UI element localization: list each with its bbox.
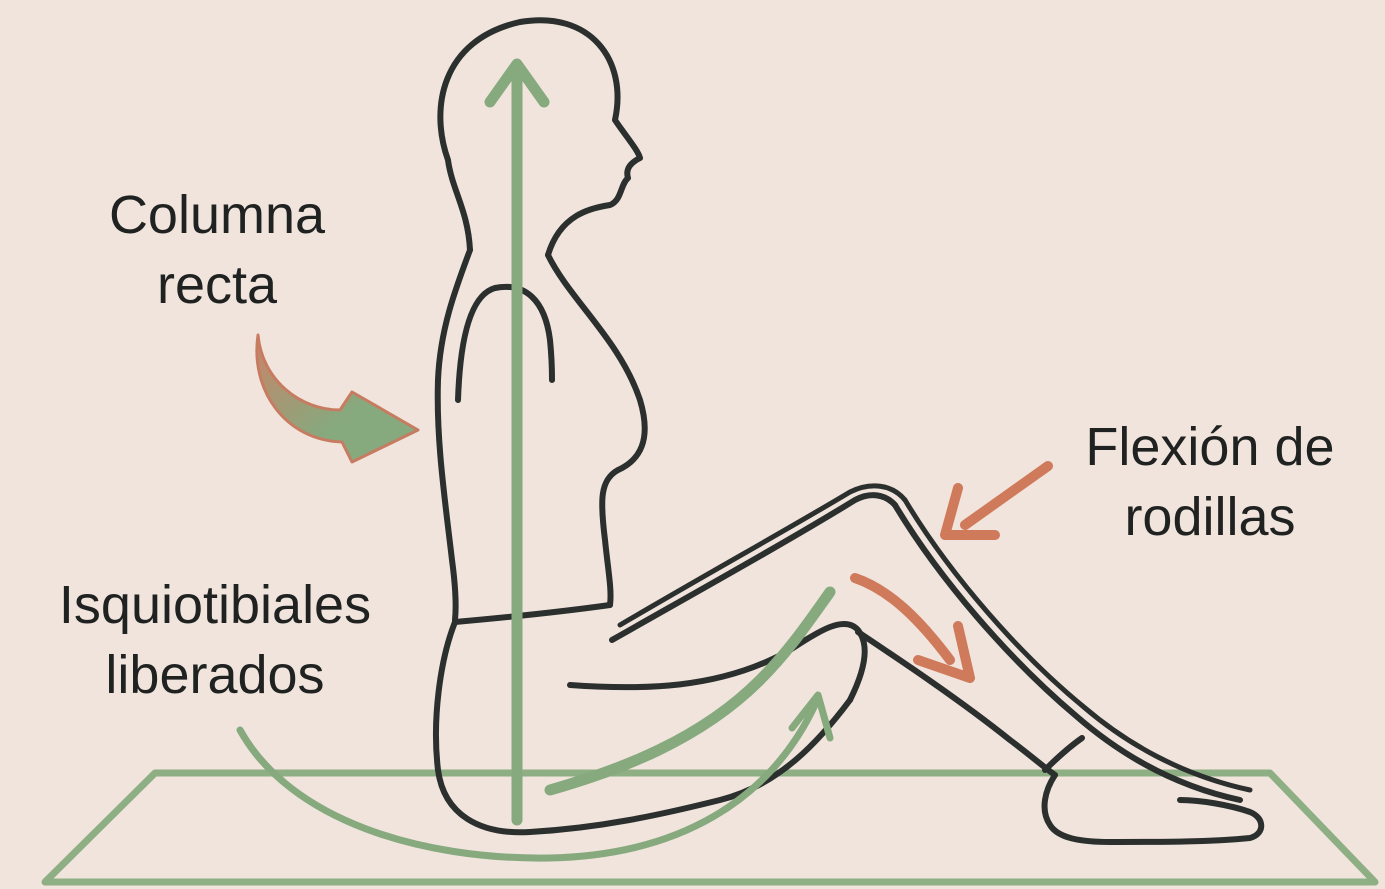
label-straight-spine: Columna recta <box>92 180 342 320</box>
figure-shoulder-outline <box>458 287 552 400</box>
hamstring-stretch-line <box>550 592 830 790</box>
spine-pointer-arrow <box>257 335 418 462</box>
knee-pointer-arrow-shaft <box>965 466 1048 525</box>
yoga-mat <box>45 773 1375 882</box>
figure-back-outline <box>438 250 470 620</box>
label-knee-flexion-line2: rodillas <box>1065 482 1355 552</box>
label-released-hamstrings-line1: Isquiotibiales <box>30 570 400 640</box>
label-knee-flexion: Flexión de rodillas <box>1065 412 1355 552</box>
figure-thigh-top-outer <box>612 495 895 640</box>
label-released-hamstrings-line2: liberados <box>30 640 400 710</box>
figure-waistband <box>455 605 610 622</box>
knee-bend-arrow-shaft <box>855 578 950 660</box>
label-released-hamstrings: Isquiotibiales liberados <box>30 570 400 710</box>
figure-ankle-cuff <box>1045 738 1082 770</box>
figure-chest-outline <box>548 255 645 605</box>
label-straight-spine-line2: recta <box>92 250 342 320</box>
label-straight-spine-line1: Columna <box>92 180 342 250</box>
label-knee-flexion-line1: Flexión de <box>1065 412 1355 482</box>
figure-head-outline <box>440 20 640 255</box>
